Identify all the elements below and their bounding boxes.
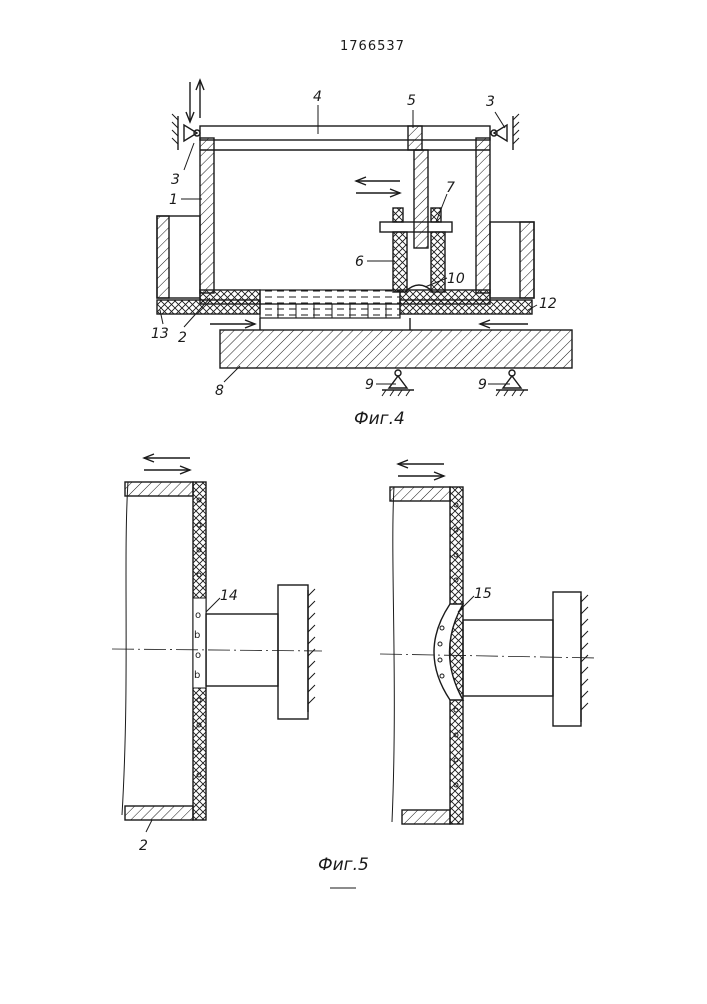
leader-2 [146, 820, 152, 832]
right-wall [476, 138, 490, 293]
frame-top-part-4 [200, 126, 490, 140]
leader-14 [206, 598, 220, 612]
support-9-left [382, 370, 414, 396]
label-4: 4 [313, 89, 322, 105]
lower-dashed-zone [260, 304, 400, 318]
roller-right [431, 232, 445, 292]
support-9-right [496, 370, 528, 396]
label-3-right: 3 [486, 94, 495, 110]
membrane-zone [260, 290, 400, 304]
flow-arrow-right [480, 320, 528, 328]
lower-strip-right-12 [400, 300, 532, 314]
label-13: 13 [151, 326, 169, 342]
motion-arrows-right [398, 460, 444, 480]
stem-top-part-5 [408, 126, 422, 150]
break-line-left [122, 482, 128, 815]
piston-shaft-right [463, 620, 553, 696]
label-6: 6 [355, 254, 364, 270]
left-wall-part-1 [200, 138, 214, 293]
bearing-left [393, 208, 403, 222]
label-9-left: 9 [365, 377, 374, 393]
piston-head-left [278, 585, 308, 719]
motion-arrows-left [144, 454, 190, 474]
support-left-part-3 [172, 114, 200, 150]
fig5-left-view: o b o b 14 2 [112, 454, 322, 854]
figure-5-caption: Фиг.5 [318, 855, 369, 875]
document-number: 1766537 [340, 39, 405, 54]
vertical-motion-arrows [186, 80, 204, 122]
svg-text:b: b [194, 670, 200, 681]
fig5-right-view: 15 [380, 460, 598, 824]
top-flange-left [125, 482, 193, 496]
label-3-left: 3 [171, 172, 180, 188]
lower-strip-left-13 [157, 300, 260, 314]
bearing-right [431, 208, 441, 222]
svg-text:o: o [195, 650, 201, 661]
bottom-flange-left [125, 806, 193, 820]
label-9-right: 9 [478, 377, 487, 393]
horizontal-motion-arrows-top [356, 177, 400, 197]
flow-arrow-left [210, 320, 255, 328]
centerline-left [112, 649, 322, 651]
label-1: 1 [169, 192, 178, 208]
bottom-flange-right [402, 810, 450, 824]
wall-hatch-left [308, 589, 315, 704]
stem-part-5 [414, 150, 428, 248]
centerline-right [380, 654, 598, 658]
label-14: 14 [220, 588, 238, 604]
figure-5: o b o b 14 2 [112, 454, 598, 888]
label-12: 12 [539, 296, 557, 312]
left-side-block-hatch [157, 216, 169, 298]
label-8: 8 [215, 383, 224, 399]
svg-text:o: o [195, 610, 201, 621]
piston-head-right [553, 592, 581, 726]
label-2-fig5: 2 [139, 838, 148, 854]
base-part-8 [220, 330, 572, 368]
top-flange-right [390, 487, 450, 501]
label-7: 7 [446, 180, 455, 196]
label-2: 2 [178, 330, 187, 346]
figure-4: 4 5 3 3 1 7 6 10 12 13 2 8 9 9 Фиг.4 [151, 80, 572, 429]
label-15: 15 [474, 586, 492, 602]
label-10: 10 [447, 271, 465, 287]
support-right-part-3 [491, 114, 519, 150]
wall-hatch-right [581, 595, 588, 710]
figure-4-caption: Фиг.4 [354, 409, 405, 429]
roller-left-part-6 [393, 232, 407, 292]
right-side-block-hatch [520, 222, 534, 298]
svg-text:b: b [194, 630, 200, 641]
label-5: 5 [407, 93, 416, 109]
